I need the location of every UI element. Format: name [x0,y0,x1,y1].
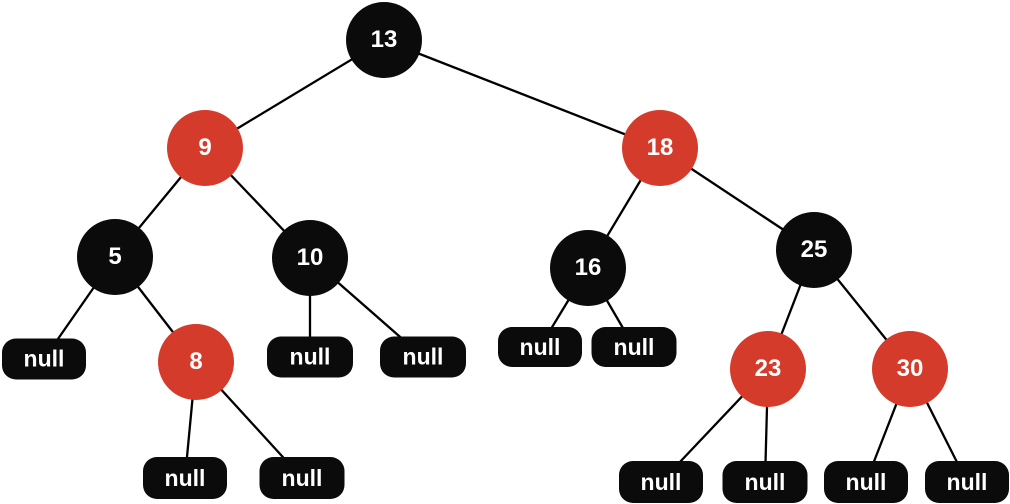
null-leaf: null [722,461,808,503]
null-leaf: null [619,461,703,503]
tree-edge-n13-n18 [383,38,661,150]
tree-node-23: 23 [730,331,806,407]
null-leaf: null [380,336,466,378]
null-leaf: null [591,327,677,367]
tree-node-8: 8 [158,324,234,400]
tree-node-18: 18 [622,110,698,186]
tree-node-25: 25 [776,212,852,288]
null-leaf: null [143,457,227,499]
null-leaf: null [498,327,582,367]
tree-node-9: 9 [167,110,243,186]
null-leaf: null [2,338,86,380]
null-leaf: null [259,457,345,499]
tree-node-10: 10 [272,220,348,296]
tree-node-16: 16 [550,230,626,306]
tree-node-5: 5 [77,219,153,295]
null-leaf: null [267,336,353,378]
null-leaf: null [824,461,908,503]
null-leaf: null [925,461,1009,503]
tree-node-30: 30 [872,331,948,407]
tree-node-13: 13 [346,2,422,78]
